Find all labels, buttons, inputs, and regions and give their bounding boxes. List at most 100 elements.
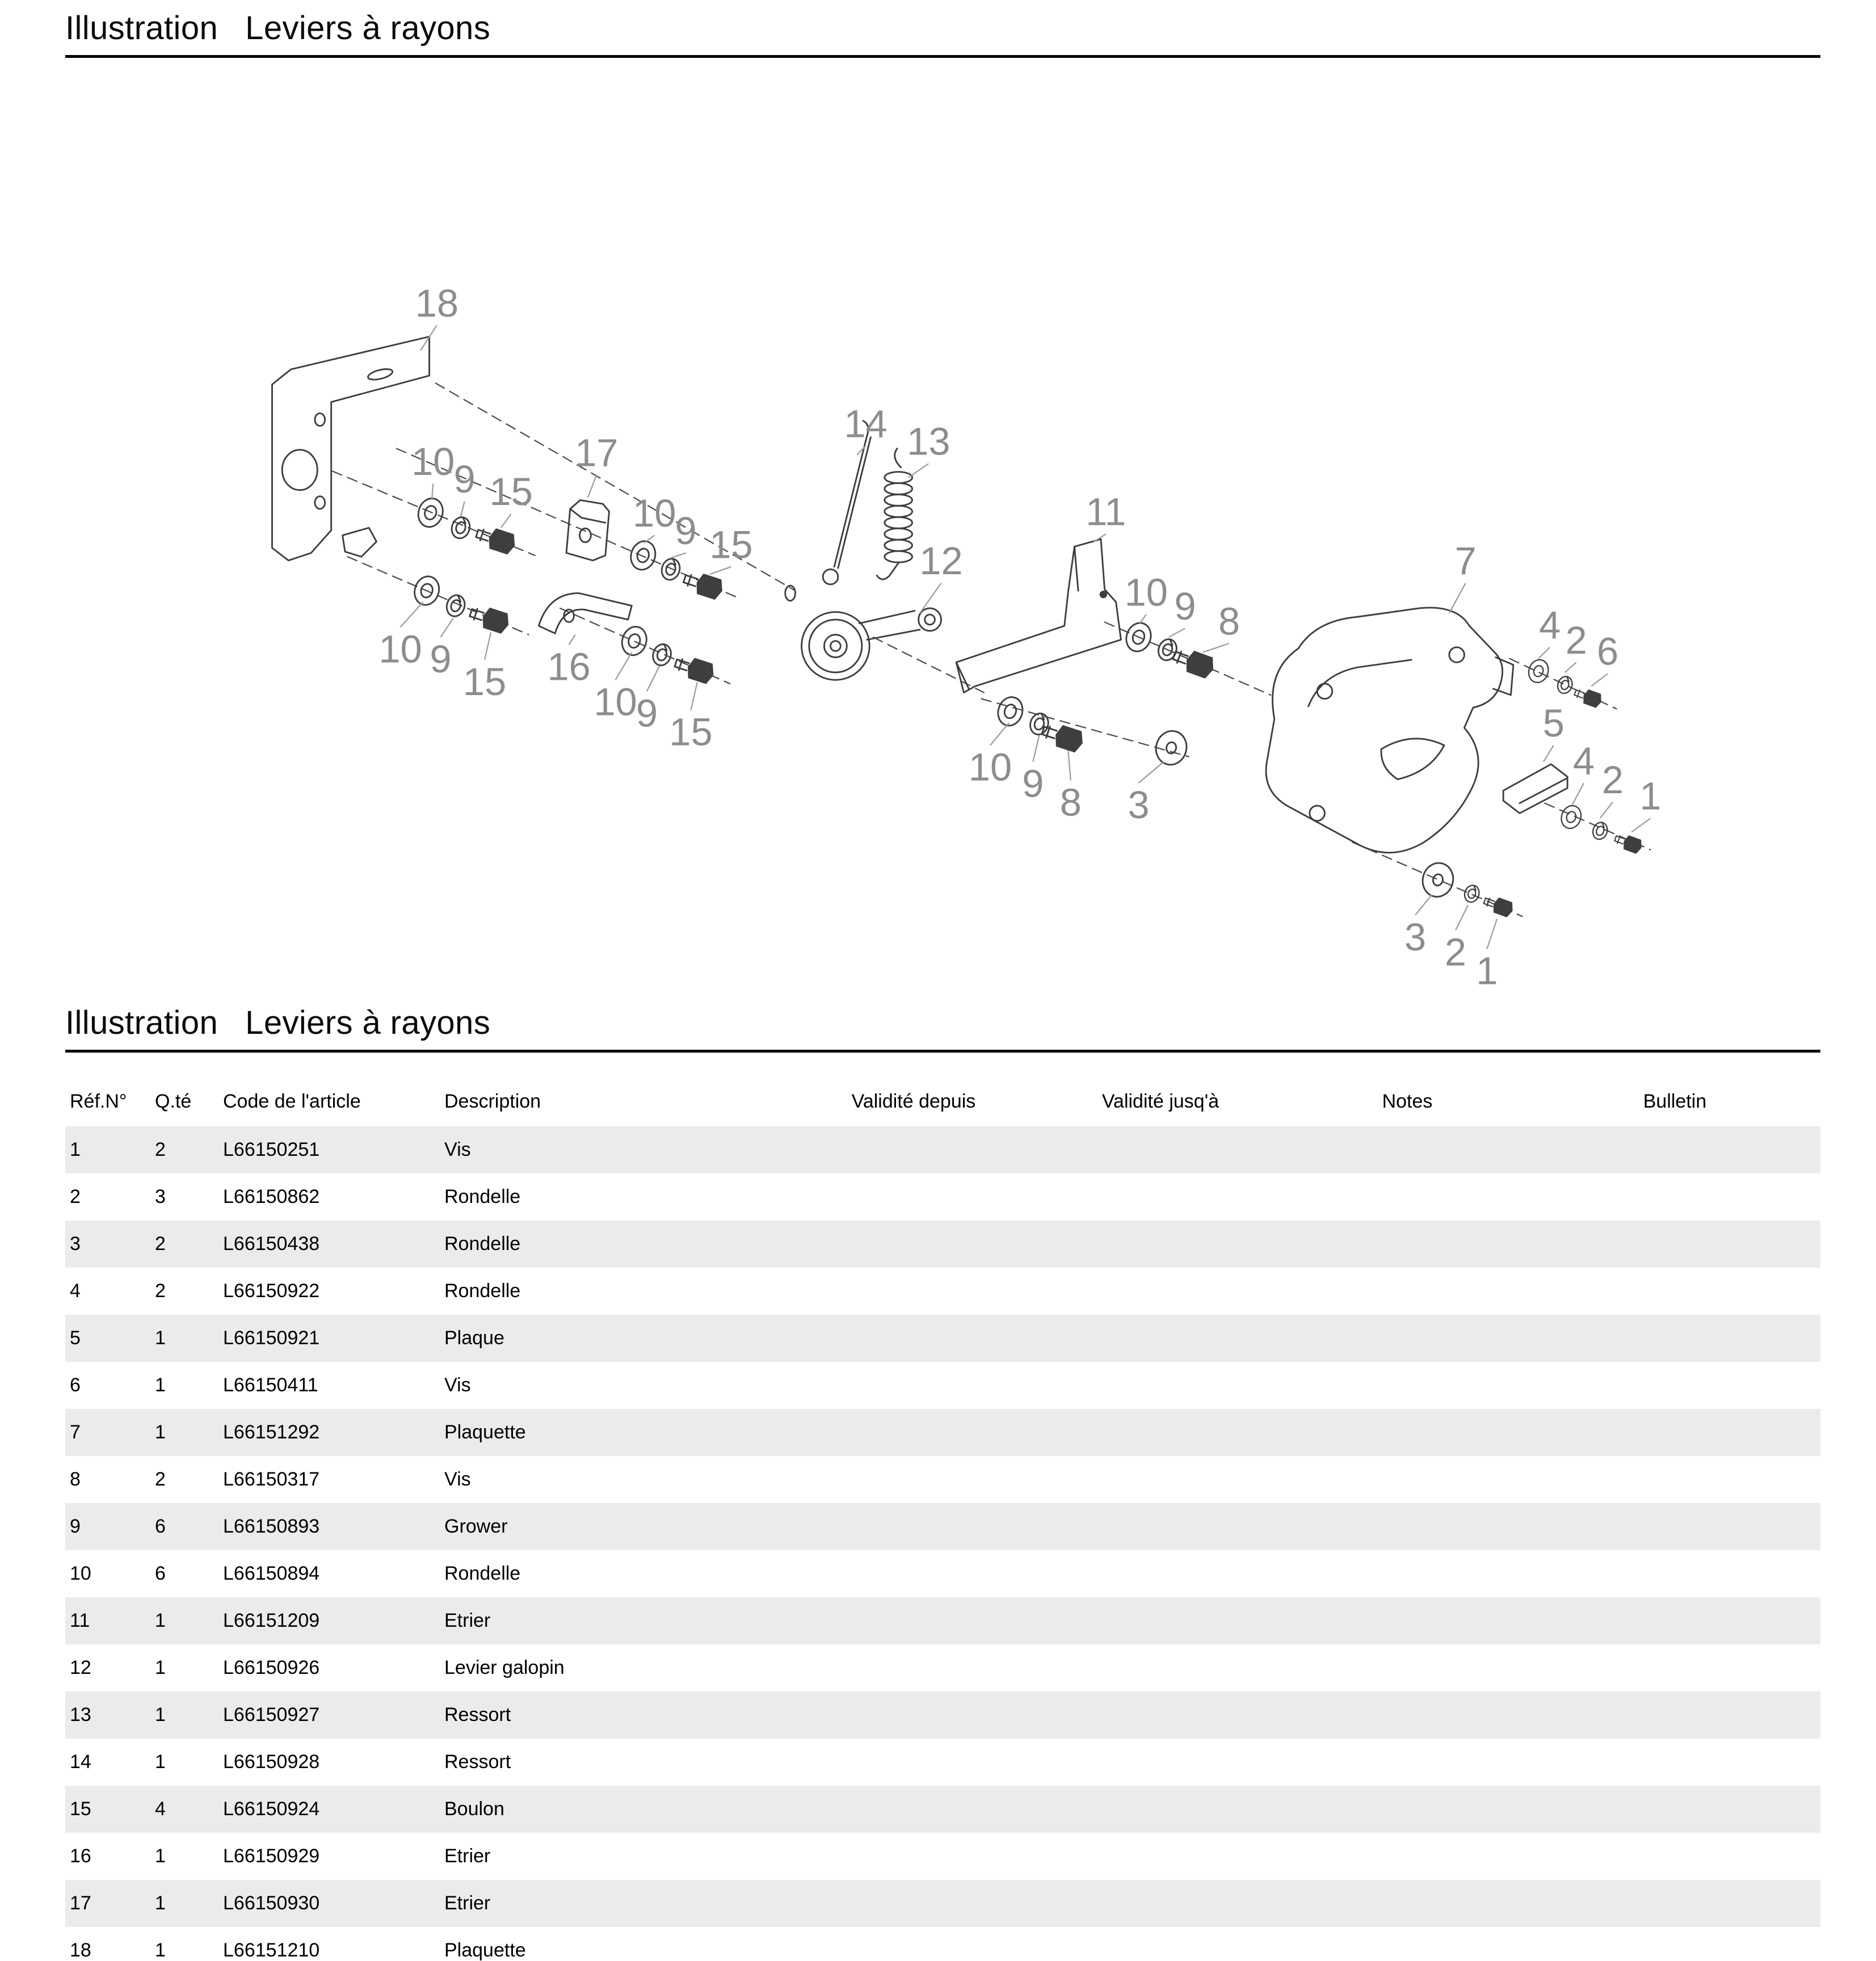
cell-code: L66150924: [223, 1798, 320, 1820]
cell-qty: 2: [155, 1280, 166, 1302]
callout-10: 10: [1125, 571, 1168, 615]
cell-code: L66150862: [223, 1186, 320, 1207]
grower-9: [649, 641, 675, 669]
cell-qty: 1: [155, 1751, 166, 1773]
washer-10: [617, 622, 651, 659]
cell-ref: 4: [70, 1280, 81, 1302]
grower-9: [443, 592, 469, 620]
callout-leader: [1415, 894, 1432, 916]
callout-10: 10: [969, 746, 1012, 789]
cell-qty: 2: [155, 1233, 166, 1255]
callout-18: 18: [415, 281, 459, 325]
column-header-code: Code de l'article: [223, 1091, 361, 1112]
callout-leader: [990, 722, 1010, 746]
grower-2: [1554, 674, 1575, 696]
callout-9: 9: [453, 457, 475, 501]
callout-2: 2: [1602, 758, 1623, 802]
cell-to: [1036, 1880, 1285, 1927]
title-divider: [65, 55, 1820, 58]
callout-4: 4: [1539, 603, 1560, 647]
cell-from: [792, 1644, 1036, 1691]
cell-bulletin: [1529, 1409, 1820, 1456]
cell-from: [792, 1409, 1036, 1456]
callout-leader: [587, 474, 598, 498]
callout-10: 10: [411, 440, 455, 483]
washer-4: [1557, 802, 1585, 832]
cell-ref: 16: [70, 1845, 91, 1867]
cell-notes: [1285, 1927, 1529, 1961]
cell-from: [792, 1221, 1036, 1268]
cell-notes: [1285, 1173, 1529, 1221]
callout-leader: [1631, 818, 1651, 833]
cell-to: [1036, 1927, 1285, 1961]
callout-17: 17: [575, 431, 618, 475]
table-title-subject: Leviers à rayons: [245, 1004, 491, 1041]
cell-to: [1036, 1126, 1285, 1173]
callout-leader: [1168, 628, 1186, 638]
cell-bulletin: [1529, 1880, 1820, 1927]
grower-9: [658, 556, 684, 583]
cell-to: [1036, 1221, 1285, 1268]
hardware-group-e: [1121, 618, 1218, 681]
table-title-word: Illustration: [65, 1004, 218, 1041]
cell-notes: [1285, 1456, 1529, 1503]
hardware-group-c: [410, 572, 513, 636]
callout-leader: [420, 325, 438, 351]
cell-qty: 1: [155, 1704, 166, 1726]
callout-2: 2: [1566, 618, 1587, 662]
grower-9: [448, 514, 473, 542]
part-5-plate: [1502, 763, 1568, 814]
washer-10: [626, 537, 660, 574]
cell-notes: [1285, 1503, 1529, 1550]
cell-desc: Vis: [444, 1374, 471, 1396]
callout-leader: [690, 682, 698, 710]
cell-from: [792, 1550, 1036, 1597]
callout-leader: [615, 651, 633, 680]
cell-to: [1036, 1268, 1285, 1315]
callout-leader: [1067, 750, 1071, 781]
cell-ref: 7: [70, 1421, 81, 1443]
cell-bulletin: [1529, 1268, 1820, 1315]
cell-qty: 6: [155, 1563, 166, 1584]
cell-bulletin: [1529, 1362, 1820, 1409]
cell-desc: Plaque: [444, 1327, 504, 1349]
cell-desc: Levier galopin: [444, 1657, 565, 1678]
cell-code: L66150926: [223, 1657, 320, 1678]
cell-desc: Etrier: [444, 1845, 491, 1867]
part-16-bracket: [537, 592, 633, 634]
cell-desc: Vis: [444, 1139, 471, 1160]
cell-from: [792, 1362, 1036, 1409]
cell-ref: 15: [70, 1798, 91, 1820]
part-17-bracket: [565, 499, 610, 562]
cell-qty: 1: [155, 1939, 166, 1961]
hardware-group-g2: [1557, 802, 1645, 856]
callout-3: 3: [1404, 915, 1426, 959]
callout-10: 10: [633, 491, 676, 535]
callout-leader: [1572, 782, 1585, 805]
cell-from: [792, 1315, 1036, 1362]
cell-desc: Boulon: [444, 1798, 504, 1820]
cell-from: [792, 1173, 1036, 1221]
cell-desc: Ressort: [444, 1704, 511, 1726]
bolt-15: [473, 522, 519, 557]
cell-bulletin: [1529, 1597, 1820, 1644]
cell-qty: 2: [155, 1468, 166, 1490]
callout-leader: [431, 483, 434, 500]
part-18-clip: [342, 527, 377, 558]
cell-code: L66150894: [223, 1563, 320, 1584]
cell-notes: [1285, 1644, 1529, 1691]
callout-leader: [646, 666, 661, 692]
cell-ref: 8: [70, 1468, 81, 1490]
callout-leader: [399, 601, 424, 628]
cell-bulletin: [1529, 1221, 1820, 1268]
